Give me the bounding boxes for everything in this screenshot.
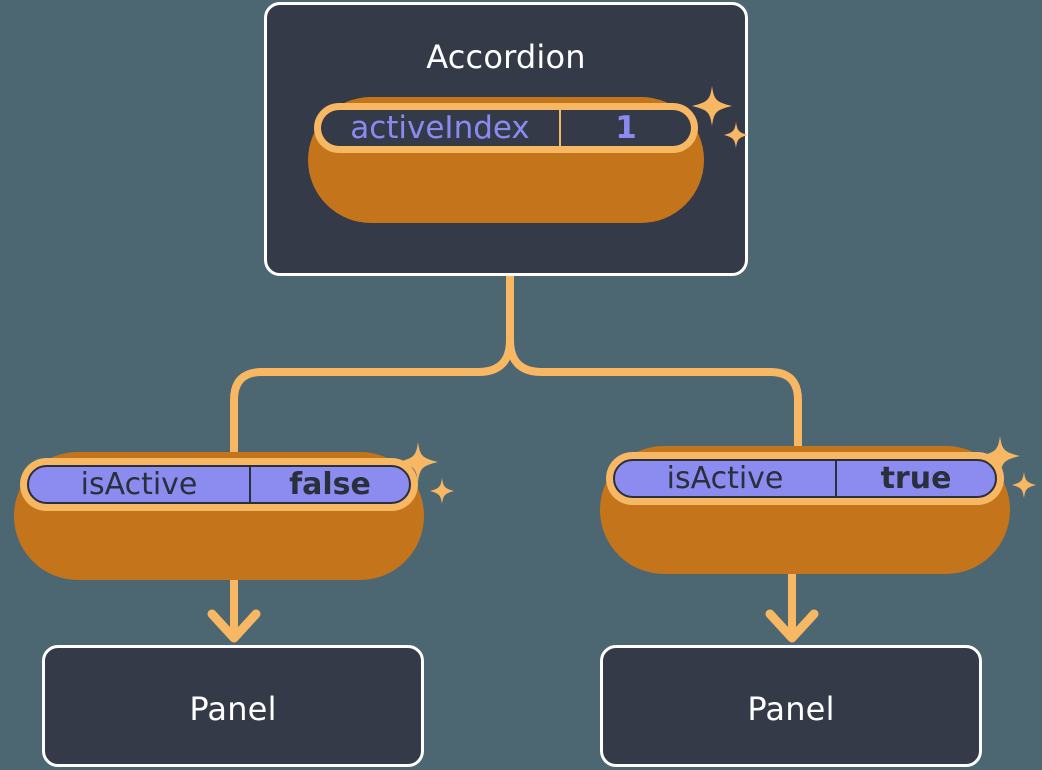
component-title-panel-left: Panel (189, 690, 277, 728)
component-box-panel-left[interactable]: Panel (42, 645, 424, 767)
arrow-down-icon-left (207, 609, 261, 643)
arrow-down-icon-right (765, 609, 819, 643)
state-value-label: true (835, 461, 995, 496)
state-pill-outer-ring: activeIndex 1 (308, 97, 704, 223)
state-pill-is-active-true[interactable]: isActive true (600, 446, 1010, 574)
wire-to-left-state (230, 336, 514, 474)
sparkle-small-icon (1012, 472, 1036, 498)
sparkle-small-icon (430, 478, 454, 504)
state-pill-inner-ring: isActive true (606, 452, 1004, 505)
state-value-label: false (249, 467, 409, 502)
state-pill-body: isActive true (613, 459, 997, 498)
state-value-label: 1 (559, 110, 691, 146)
state-pill-active-index[interactable]: activeIndex 1 (308, 97, 704, 223)
state-pill-inner-ring: isActive false (20, 458, 418, 511)
state-pill-inner-ring: activeIndex 1 (314, 103, 698, 153)
state-pill-outer-ring: isActive false (14, 452, 424, 580)
state-pill-body: isActive false (27, 465, 411, 504)
state-key-label: isActive (666, 461, 784, 496)
state-pill-is-active-false[interactable]: isActive false (14, 452, 424, 580)
component-title-accordion: Accordion (426, 38, 586, 76)
component-box-panel-right[interactable]: Panel (600, 645, 982, 767)
wire-to-right-state (506, 336, 802, 466)
component-title-panel-right: Panel (747, 690, 835, 728)
state-pill-body: activeIndex 1 (321, 110, 691, 146)
state-key-label: isActive (80, 467, 198, 502)
state-pill-outer-ring: isActive true (600, 446, 1010, 574)
state-key-label: activeIndex (350, 110, 530, 146)
